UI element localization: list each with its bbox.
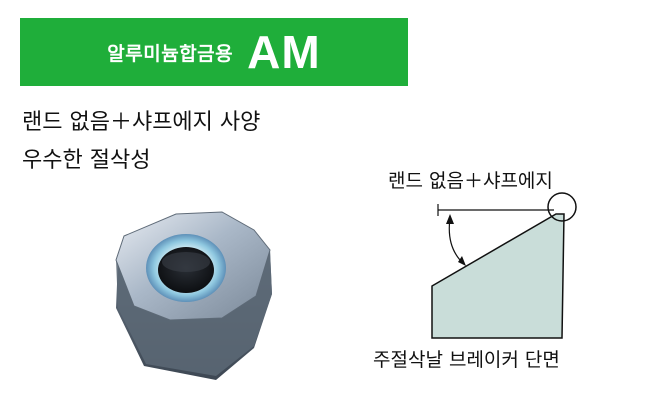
banner-subtitle: 알루미늄합금용 bbox=[107, 42, 234, 65]
edge-circle bbox=[547, 192, 577, 222]
feature-line-1: 랜드 없음＋샤프에지 사양 bbox=[22, 110, 261, 135]
insert-image bbox=[115, 211, 272, 380]
diagram-top-label: 랜드 없음＋샤프에지 bbox=[388, 170, 553, 192]
breaker-cross-section bbox=[431, 192, 577, 339]
feature-line-2: 우수한 절삭성 bbox=[22, 148, 151, 173]
diagram-bottom-label: 주절삭날 브레이커 단면 bbox=[373, 349, 560, 371]
cross-section-shape bbox=[431, 213, 565, 339]
category-banner: 알루미늄합금용 AM bbox=[20, 18, 408, 86]
banner-title: AM bbox=[247, 26, 321, 78]
